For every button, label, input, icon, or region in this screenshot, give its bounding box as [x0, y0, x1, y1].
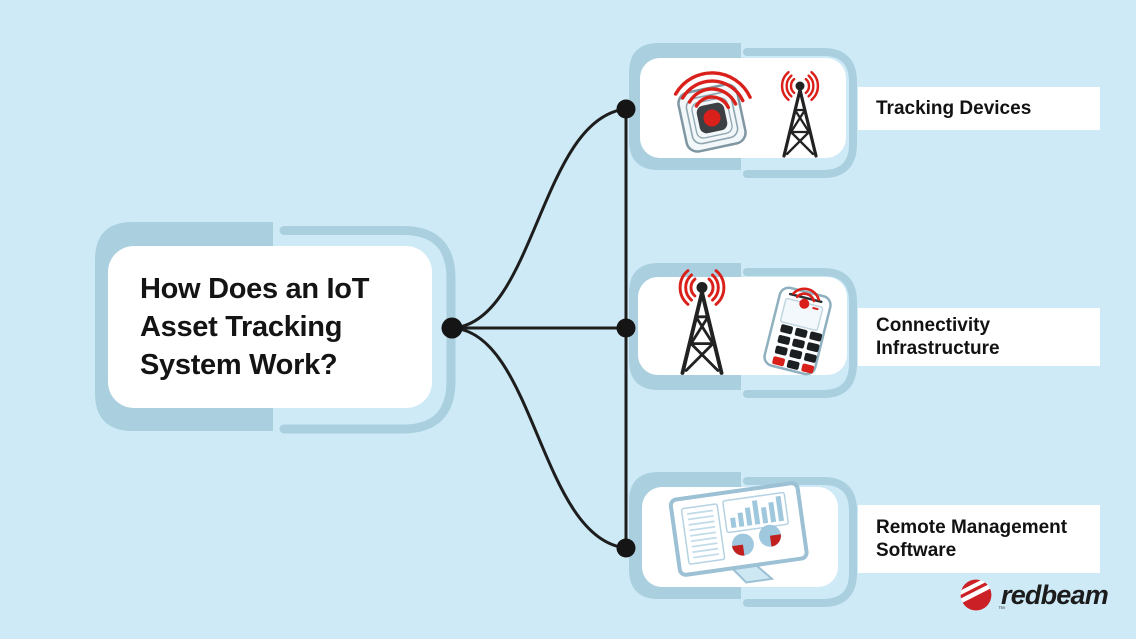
- tracking-devices-icons: [673, 71, 820, 158]
- redbeam-logo: redbeam: [958, 576, 1109, 614]
- trademark-symbol: ™: [998, 606, 1005, 613]
- hub-dot: [441, 317, 463, 339]
- dashboard-monitor-icon: [668, 481, 809, 584]
- redbeam-swoosh-icon: [960, 579, 992, 611]
- main-title: How Does an IoT Asset Tracking System Wo…: [140, 270, 432, 384]
- branch-label-remote-management: Remote Management Software: [858, 505, 1100, 573]
- main-title-line: System Work?: [140, 349, 338, 381]
- branch-card-tracking-devices: [640, 58, 846, 158]
- connector-lines: [451, 107, 628, 550]
- branch-dot-2: [616, 318, 636, 338]
- branch-dot-3: [616, 538, 636, 558]
- branch-card-connectivity: [638, 269, 847, 376]
- branch-card-remote-management: [642, 481, 838, 587]
- connector-dots: [441, 99, 636, 558]
- radio-tower-icon: [780, 71, 820, 158]
- handheld-reader-icon: [763, 286, 832, 376]
- main-title-line: How Does an IoT: [140, 273, 370, 305]
- rfid-tag-icon: [673, 71, 752, 153]
- branch-label-tracking-devices: Tracking Devices: [858, 87, 1100, 130]
- remote-management-icons: [668, 481, 809, 584]
- branch-label-text: Remote Management Software: [876, 517, 1068, 561]
- branch-label-text: Tracking Devices: [876, 98, 1032, 119]
- branch-dot-1: [616, 99, 636, 119]
- branch-label-connectivity: Connectivity Infrastructure: [858, 308, 1100, 366]
- redbeam-logo-text: redbeam: [1001, 579, 1109, 610]
- main-title-line: Asset Tracking: [140, 311, 343, 343]
- branch-label-text: Connectivity Infrastructure: [876, 315, 1000, 359]
- connectivity-icons: [678, 269, 832, 376]
- main-topic-card: How Does an IoT Asset Tracking System Wo…: [108, 246, 432, 408]
- radio-tower-icon: [678, 269, 726, 375]
